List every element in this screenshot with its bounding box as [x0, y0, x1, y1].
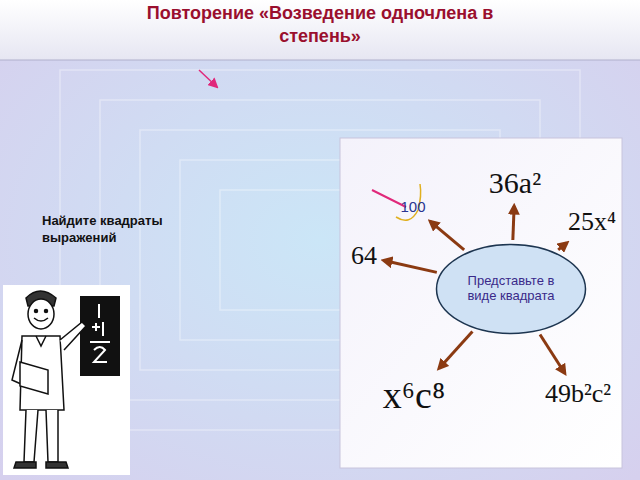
prompt-text: Представьте в виде квадрата: [455, 274, 567, 304]
expression-text: 100: [400, 198, 425, 215]
expression: 64: [348, 239, 380, 273]
arrow-connector: [384, 260, 437, 272]
task-note: Найдите квадраты выражений: [42, 212, 207, 246]
arrow-connector: [439, 332, 472, 369]
teacher-illustration: [3, 285, 130, 475]
slide-title: Повторение «Возведение одночлена в степе…: [0, 2, 640, 48]
title-bar-edge: [0, 60, 640, 61]
expression-text: 64: [351, 241, 377, 271]
expression-text: x⁶c⁸: [383, 374, 445, 418]
expression: 49b²c²: [542, 377, 614, 411]
arrow-connector: [513, 206, 514, 240]
expression: x⁶c⁸: [380, 372, 448, 420]
arrow-connector: [430, 222, 464, 250]
pointer-arrow: [199, 70, 217, 87]
expression-text: 25x⁴: [568, 207, 616, 237]
arrow-connector: [540, 334, 565, 373]
exercise-panel: [340, 138, 622, 468]
arrow-connector: [558, 243, 566, 250]
prompt-ellipse: Представьте в виде квадрата: [435, 243, 587, 335]
title-bar: [0, 0, 640, 60]
expression: 36a²: [486, 164, 544, 203]
expression: 100: [397, 196, 428, 217]
expression-text: 49b²c²: [545, 379, 611, 409]
expression: 25x⁴: [565, 205, 619, 239]
expression-text: 36a²: [489, 166, 541, 201]
